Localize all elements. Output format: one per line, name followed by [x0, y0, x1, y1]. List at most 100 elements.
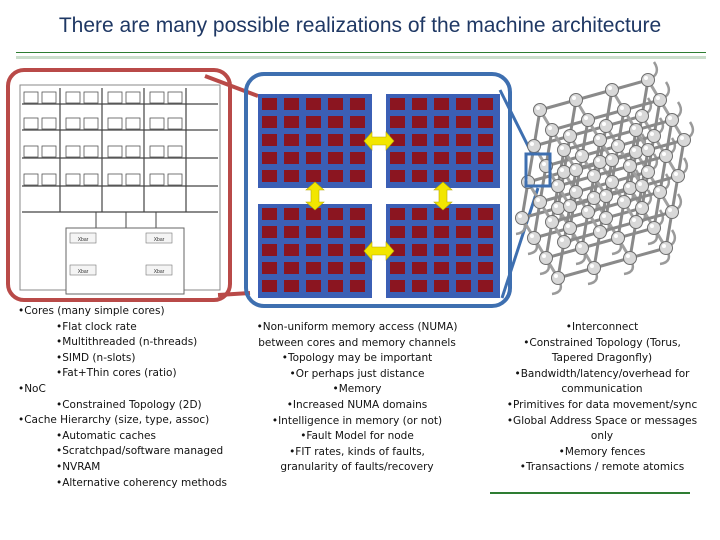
torus-node-highlight — [626, 254, 630, 258]
list-item: •NoC — [18, 382, 46, 395]
core-square — [284, 98, 299, 110]
list-item: •Increased NUMA domains — [286, 398, 428, 411]
board-chip-cell — [41, 91, 57, 104]
torus-node — [581, 205, 595, 219]
list-item: •Alternative coherency methods — [56, 476, 227, 489]
board-chip-cell — [125, 91, 141, 104]
board-chip-cell — [125, 145, 141, 158]
core-square — [306, 262, 321, 274]
board-chip-cell — [107, 145, 123, 158]
board-chip-cell — [83, 117, 99, 130]
core-square — [434, 280, 449, 292]
core-square — [434, 226, 449, 238]
list-item: •Memory fences — [558, 445, 646, 458]
torus-node — [635, 109, 649, 123]
callout-line-blue-bottom — [500, 187, 540, 299]
torus-node-highlight — [584, 208, 588, 212]
board-chip-cell — [83, 173, 99, 186]
torus-node — [641, 143, 655, 157]
core-square — [350, 98, 365, 110]
board-chip-cell — [107, 173, 123, 186]
core-square — [456, 208, 471, 220]
torus-node — [677, 133, 691, 147]
slide-title: There are many possible realizations of … — [58, 14, 662, 37]
torus-node-highlight — [596, 228, 600, 232]
core-square — [306, 98, 321, 110]
core-square — [456, 152, 471, 164]
core-square — [478, 152, 493, 164]
torus-node — [593, 225, 607, 239]
torus-node — [575, 241, 589, 255]
torus-node-highlight — [548, 126, 552, 130]
torus-node-highlight — [572, 188, 576, 192]
core-square — [328, 152, 343, 164]
torus-node-highlight — [548, 218, 552, 222]
torus-node — [563, 129, 577, 143]
list-item: •Memory — [332, 383, 382, 396]
core-square — [350, 262, 365, 274]
board-chip-cell — [167, 91, 183, 104]
xbar-box — [145, 264, 173, 276]
board-chip-cell — [149, 145, 165, 158]
torus-highlight-node — [524, 152, 552, 188]
torus-node-highlight — [566, 224, 570, 228]
torus-node-highlight — [632, 126, 636, 130]
list-item: •Constrained Topology (2D) — [56, 398, 202, 411]
torus-node — [569, 185, 583, 199]
double-arrow-vertical — [433, 181, 453, 211]
core-square — [262, 280, 277, 292]
memory-features-list: •Non-uniform memory access (NUMA)between… — [250, 320, 464, 476]
board-chip-cell — [65, 117, 81, 130]
torus-node-highlight — [572, 96, 576, 100]
list-item: granularity of faults/recovery — [280, 461, 434, 474]
core-square — [284, 152, 299, 164]
torus-node — [527, 139, 541, 153]
board-chip-cell — [65, 145, 81, 158]
core-square — [390, 152, 405, 164]
torus-node-highlight — [620, 106, 624, 110]
core-square — [456, 170, 471, 182]
torus-node-highlight — [554, 274, 558, 278]
list-item: between cores and memory channels — [258, 336, 456, 349]
torus-node-highlight — [638, 204, 642, 208]
torus-node-highlight — [650, 132, 654, 136]
board-chip-cell — [83, 91, 99, 104]
list-item: Tapered Dragonfly) — [551, 352, 653, 365]
torus-node-highlight — [680, 136, 684, 140]
xbar-box — [69, 264, 97, 276]
torus-node-highlight — [578, 244, 582, 248]
list-item: •SIMD (n-slots) — [56, 351, 136, 364]
core-square — [262, 262, 277, 274]
core-square — [434, 98, 449, 110]
torus-node — [581, 113, 595, 127]
torus-node — [665, 113, 679, 127]
torus-node — [569, 93, 583, 107]
xbar-box — [69, 232, 97, 244]
core-square — [434, 170, 449, 182]
core-square — [306, 134, 321, 146]
core-square — [478, 280, 493, 292]
list-item: •Constrained Topology (Torus, — [523, 336, 681, 349]
core-square — [328, 262, 343, 274]
torus-node-highlight — [560, 238, 564, 242]
core-square — [306, 226, 321, 238]
torus-node-highlight — [584, 116, 588, 120]
torus-node-highlight — [518, 214, 522, 218]
title-underline-shadow — [16, 56, 706, 59]
torus-node — [605, 153, 619, 167]
list-item: •NVRAM — [56, 460, 101, 473]
torus-node-highlight — [530, 142, 534, 146]
list-item: •Cores (many simple cores) — [18, 305, 165, 317]
torus-node-highlight — [590, 264, 594, 268]
torus-node-highlight — [608, 86, 612, 90]
core-square — [284, 208, 299, 220]
torus-node-highlight — [656, 188, 660, 192]
torus-node-highlight — [662, 244, 666, 248]
xbar-label: Xbar — [78, 237, 89, 243]
torus-node-highlight — [626, 184, 630, 188]
core-square — [434, 116, 449, 128]
core-square — [456, 280, 471, 292]
core-square — [434, 244, 449, 256]
core-square — [262, 116, 277, 128]
